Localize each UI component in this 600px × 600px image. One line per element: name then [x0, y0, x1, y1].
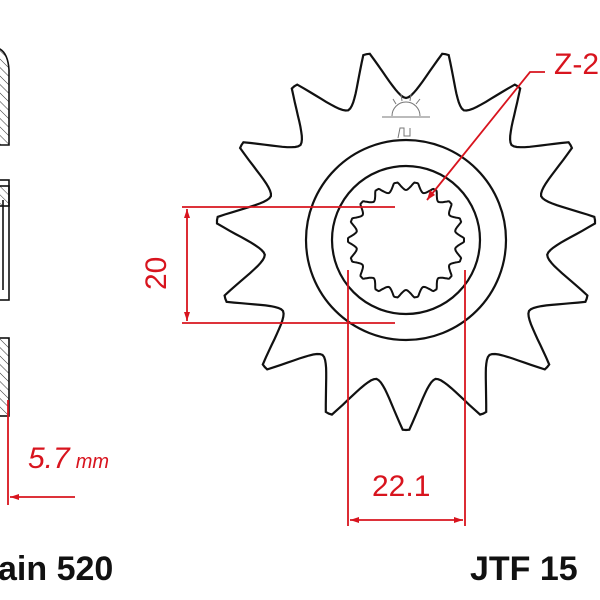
bore-dimension-label: 20	[140, 256, 173, 290]
sprocket-outline	[215, 52, 597, 432]
hub-circle	[304, 138, 508, 342]
teeth-count-label: Z-2	[554, 48, 599, 81]
offset-unit: mm	[75, 451, 110, 473]
part-number-label: JTF 15	[470, 550, 578, 588]
logo-icon	[382, 93, 430, 139]
dimension-lines	[7, 71, 545, 526]
chain-size-label: ain 520	[0, 550, 114, 588]
dimension-arrows	[10, 190, 463, 523]
inner-circle	[330, 164, 482, 316]
side-view	[0, 48, 10, 417]
spline-dimension-label: 22.1	[372, 470, 431, 503]
spline-bore	[347, 181, 465, 299]
offset-value: 5.7	[28, 442, 70, 475]
